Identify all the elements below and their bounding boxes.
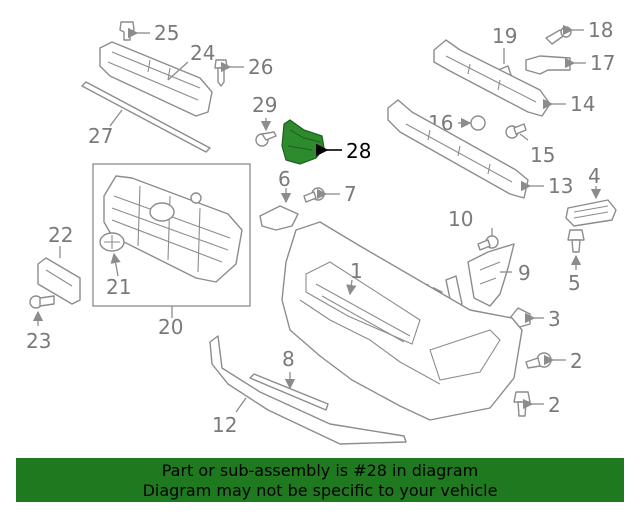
banner-line-1: Part or sub-assembly is #28 in diagram <box>161 461 479 480</box>
bolt-part-7[interactable] <box>303 187 340 203</box>
callout-18: 18 <box>588 18 613 42</box>
callout-24: 24 <box>190 41 215 65</box>
callout-7: 7 <box>344 182 357 206</box>
banner-line-2: Diagram may not be specific to your vehi… <box>142 481 498 500</box>
callout-29: 29 <box>252 93 277 117</box>
callout-6: 6 <box>278 167 291 191</box>
callout-3: 3 <box>548 307 561 331</box>
callout-25: 25 <box>154 21 179 45</box>
side-bracket-part-9[interactable] <box>467 243 515 307</box>
callout-9: 9 <box>518 261 531 285</box>
callout-14: 14 <box>570 92 595 116</box>
callout-2-upper: 2 <box>570 349 583 373</box>
bracket-part-6[interactable] <box>259 188 299 231</box>
bumper-cover-part-1[interactable] <box>281 221 523 421</box>
lip-spoiler-part-12[interactable] <box>209 335 407 445</box>
callout-21: 21 <box>106 275 131 299</box>
callout-23: 23 <box>26 329 51 353</box>
bolt-part-2-upper[interactable] <box>525 352 566 369</box>
callout-8: 8 <box>282 347 295 371</box>
callout-10: 10 <box>448 207 473 231</box>
callout-17: 17 <box>590 51 615 75</box>
molding-strip-part-27[interactable] <box>81 81 211 153</box>
callout-4: 4 <box>588 164 601 188</box>
grille-cover-part-24[interactable] <box>99 41 213 117</box>
callout-19: 19 <box>492 24 517 48</box>
callout-5: 5 <box>568 271 581 295</box>
screw-part-29[interactable] <box>255 118 277 147</box>
info-banner: Part or sub-assembly is #28 in diagram D… <box>16 458 624 502</box>
bolt-part-10[interactable] <box>477 228 499 251</box>
callout-20: 20 <box>158 315 183 339</box>
callout-27: 27 <box>88 124 113 148</box>
parts-diagram: 25 24 26 27 29 28 19 <box>26 18 617 445</box>
callout-28: 28 <box>346 139 371 163</box>
grille-assembly-part-20[interactable] <box>92 163 251 318</box>
clip-part-25[interactable] <box>119 21 150 41</box>
lower-molding-part-8[interactable] <box>249 372 329 411</box>
screw-part-23[interactable] <box>29 295 55 326</box>
emblem-part-21[interactable] <box>99 232 125 277</box>
bumper-beam-part-14[interactable] <box>433 39 566 117</box>
bolt-part-26[interactable] <box>214 59 244 87</box>
callout-2-lower: 2 <box>548 393 561 417</box>
bracket-part-28-highlighted[interactable] <box>281 119 342 165</box>
bracket-part-17[interactable] <box>525 55 586 75</box>
callout-15: 15 <box>530 143 555 167</box>
callout-26: 26 <box>248 55 273 79</box>
bolt-part-5[interactable] <box>567 229 585 270</box>
callout-1: 1 <box>350 259 363 283</box>
bolt-part-18[interactable] <box>545 24 584 45</box>
callout-13: 13 <box>548 174 573 198</box>
callout-12: 12 <box>212 413 237 437</box>
bolt-part-2-lower[interactable] <box>513 391 544 417</box>
bolt-part-15[interactable] <box>505 123 529 141</box>
side-grille-part-4[interactable] <box>565 186 617 227</box>
license-bracket-part-22[interactable] <box>37 246 81 305</box>
callout-22: 22 <box>48 223 73 247</box>
energy-absorber-part-13[interactable] <box>387 99 544 199</box>
nut-part-16[interactable] <box>458 115 486 131</box>
